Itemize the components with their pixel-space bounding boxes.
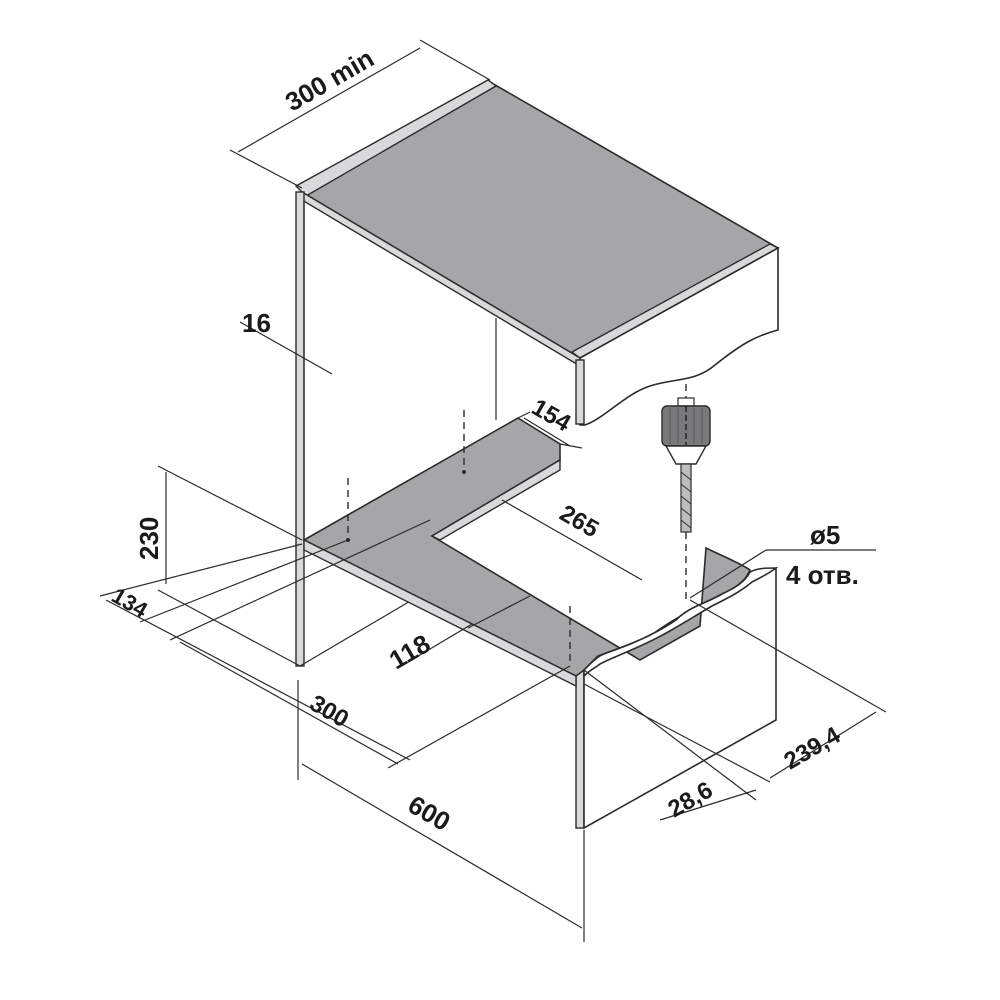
label-left-offset: 134 xyxy=(108,583,153,623)
bottom-template-plate xyxy=(302,417,779,688)
label-cutout-width: 265 xyxy=(555,500,603,543)
label-panel-thickness: 16 xyxy=(242,308,271,338)
label-height: 230 xyxy=(134,517,164,560)
label-hole-diameter: ø5 xyxy=(810,520,840,550)
label-hole-count: 4 отв. xyxy=(786,560,859,590)
dimension-lines xyxy=(99,39,887,942)
label-width: 600 xyxy=(403,789,456,837)
label-right-offset-a: 239,4 xyxy=(780,721,846,775)
top-panel xyxy=(294,79,780,426)
label-front-strip: 118 xyxy=(384,628,435,675)
drill-bit-icon xyxy=(661,384,711,600)
